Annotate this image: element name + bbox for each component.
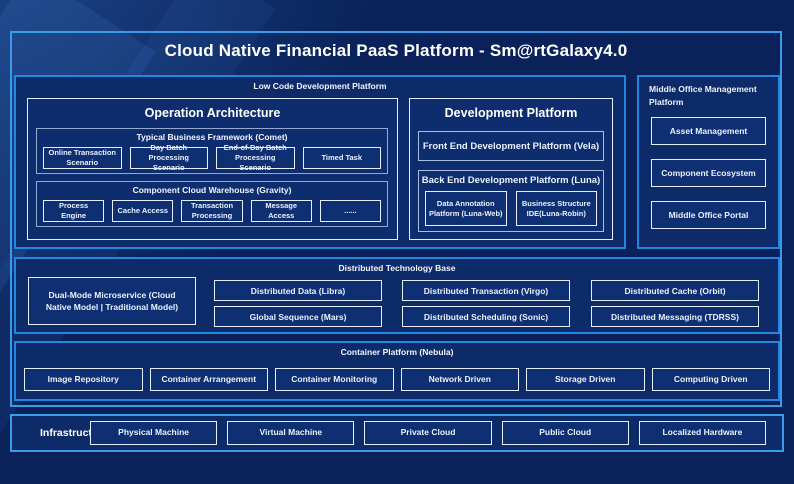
section-label: Container Platform (Nebula) (340, 347, 454, 357)
box-transaction-processing: Transaction Processing (181, 200, 243, 222)
box-computing-driven: Computing Driven (651, 368, 770, 391)
group-label: Typical Business Framework (Comet) (136, 132, 288, 142)
section-label: Low Code Development Platform (253, 81, 387, 91)
box-container-arrangement: Container Arrangement (149, 368, 268, 391)
group-component-cloud-warehouse-gravity: Component Cloud Warehouse (Gravity) Proc… (36, 181, 388, 227)
box-localized-hardware: Localized Hardware (638, 421, 767, 445)
group-back-end-development-platform-luna: Back End Development Platform (Luna) Dat… (418, 170, 604, 232)
box-storage-driven: Storage Driven (526, 368, 645, 391)
box-dual-mode-microservice: Dual-Mode Microservice (Cloud Native Mod… (28, 277, 196, 325)
section-low-code-development-platform: Low Code Development Platform Operation … (14, 75, 626, 249)
box-process-engine: Process Engine (43, 200, 105, 222)
comet-items-row: Online Transaction Scenario Day Batch Pr… (43, 143, 381, 172)
box-timed-task: Timed Task (302, 147, 381, 169)
box-network-driven: Network Driven (400, 368, 519, 391)
box-front-end-development-platform-vela: Front End Development Platform (Vela) (418, 131, 604, 161)
gravity-items-row: Process Engine Cache Access Transaction … (43, 200, 382, 222)
box-day-batch-processing-scenario: Day Batch Processing Scenario (129, 143, 208, 172)
group-label: Component Cloud Warehouse (Gravity) (132, 185, 292, 195)
box-virtual-machine: Virtual Machine (227, 421, 355, 445)
section-middle-office-management-platform: Middle Office Management Platform Asset … (637, 75, 780, 249)
box-cache-access: Cache Access (112, 200, 174, 222)
box-component-ecosystem: Component Ecosystem (651, 159, 766, 187)
section-infrastructure: Infrastructure Physical Machine Virtual … (10, 414, 784, 452)
box-container-monitoring: Container Monitoring (275, 368, 394, 391)
box-distributed-transaction-virgo: Distributed Transaction (Virgo) (402, 280, 570, 301)
section-distributed-technology-base: Distributed Technology Base Dual-Mode Mi… (14, 257, 780, 334)
box-physical-machine: Physical Machine (90, 421, 218, 445)
panel-operation-architecture: Operation Architecture Typical Business … (27, 98, 398, 240)
box-public-cloud: Public Cloud (501, 421, 629, 445)
platform-frame: Cloud Native Financial PaaS Platform - S… (10, 31, 782, 407)
box-global-sequence-mars: Global Sequence (Mars) (214, 306, 382, 327)
box-business-structure-ide-luna-robin: Business Structure IDE(Luna-Robin) (515, 191, 597, 226)
page-title: Cloud Native Financial PaaS Platform - S… (164, 41, 628, 60)
section-label: Middle Office Management Platform (649, 84, 757, 107)
box-asset-management: Asset Management (651, 117, 766, 145)
box-data-annotation-platform-luna-web: Data Annotation Platform (Luna-Web) (425, 191, 507, 226)
panel-label: Operation Architecture (144, 106, 281, 120)
box-image-repository: Image Repository (24, 368, 143, 391)
box-distributed-data-libra: Distributed Data (Libra) (214, 280, 382, 301)
infrastructure-items-row: Physical Machine Virtual Machine Private… (90, 421, 767, 445)
box-end-of-day-batch-processing-scenario: End-of-Day Batch Processing Scenario (216, 143, 295, 172)
box-private-cloud: Private Cloud (364, 421, 492, 445)
box-distributed-cache-orbit: Distributed Cache (Orbit) (591, 280, 759, 301)
group-typical-business-framework-comet: Typical Business Framework (Comet) Onlin… (36, 128, 388, 174)
box-online-transaction-scenario: Online Transaction Scenario (43, 147, 122, 169)
panel-label: Development Platform (444, 106, 578, 120)
group-label: Back End Development Platform (Luna) (421, 175, 601, 186)
box-distributed-messaging-tdrss: Distributed Messaging (TDRSS) (591, 306, 759, 327)
box-distributed-scheduling-sonic: Distributed Scheduling (Sonic) (402, 306, 570, 327)
container-items-row: Image Repository Container Arrangement C… (24, 368, 770, 391)
section-label: Distributed Technology Base (338, 263, 456, 273)
section-container-platform-nebula: Container Platform (Nebula) Image Reposi… (14, 341, 780, 401)
panel-development-platform: Development Platform Front End Developme… (409, 98, 613, 240)
box-middle-office-portal: Middle Office Portal (651, 201, 766, 229)
box-message-access: Message Access (250, 200, 312, 222)
box-ellipsis: ...... (319, 200, 382, 222)
luna-items-row: Data Annotation Platform (Luna-Web) Busi… (425, 191, 597, 226)
